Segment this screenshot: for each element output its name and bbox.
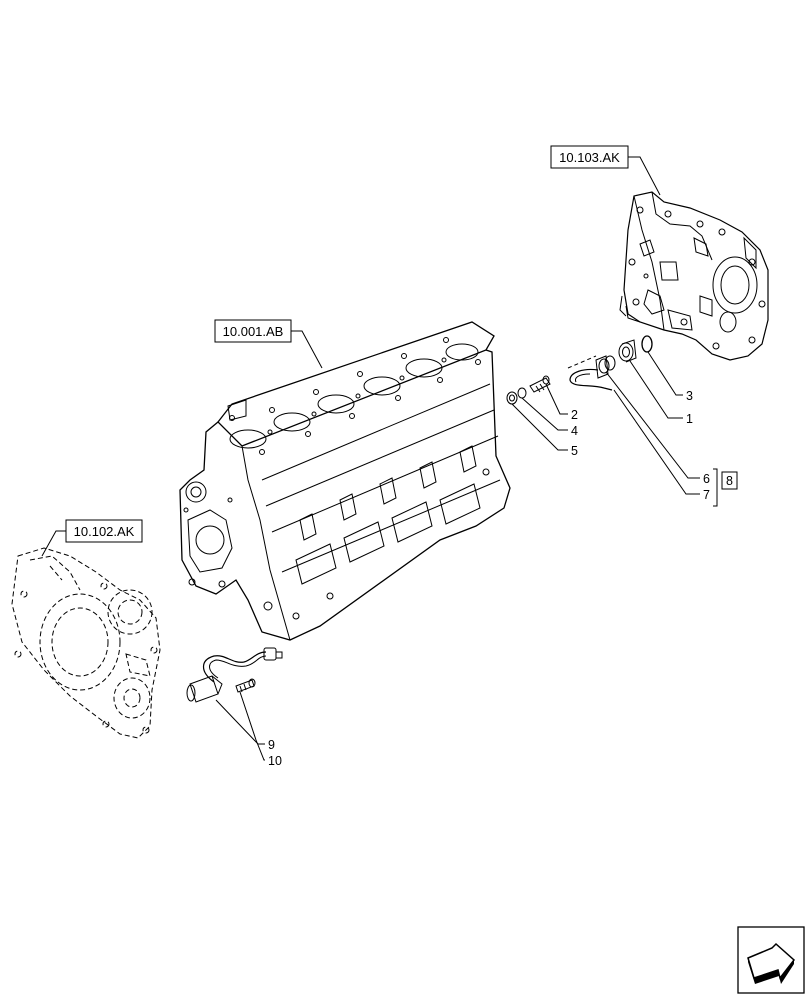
callout-6: 6 xyxy=(703,472,710,486)
callout-9: 9 xyxy=(268,738,275,752)
next-page-arrow-icon[interactable] xyxy=(737,926,805,994)
timing-case-cover xyxy=(619,191,769,361)
gear-housing-phantom xyxy=(11,547,161,739)
part-1-sensor-body xyxy=(618,342,634,362)
part-2-stud xyxy=(529,377,551,393)
callout-2: 2 xyxy=(571,408,578,422)
callout-3: 3 xyxy=(686,389,693,403)
reference-label: 10.102.AK xyxy=(74,524,135,539)
speed-sensor-assembly-lower xyxy=(186,647,283,703)
callout-5: 5 xyxy=(571,444,578,458)
reference-10-103-ak[interactable]: 10.103.AK xyxy=(550,145,661,196)
part-4-washer xyxy=(517,387,527,399)
callout-numbers: 3 1 2 4 5 6 7 9 10 xyxy=(268,389,710,768)
kit-reference-box xyxy=(721,471,738,490)
callout-4: 4 xyxy=(571,424,578,438)
part-9-sensor-cable xyxy=(202,651,267,683)
engine-block xyxy=(179,321,511,641)
part-6-seal xyxy=(604,355,616,371)
kit-bracket: 8 xyxy=(713,468,738,507)
reference-10-102-ak[interactable]: 10.102.AK xyxy=(41,519,143,557)
part-5-nut xyxy=(506,391,518,405)
callout-10: 10 xyxy=(268,754,282,768)
reference-label: 10.103.AK xyxy=(559,150,620,165)
speed-sensor-assembly-upper xyxy=(506,335,653,405)
reference-label: 10.001.AB xyxy=(223,324,284,339)
reference-10-001-ab[interactable]: 10.001.AB xyxy=(214,319,323,369)
part-7-sensor-cable xyxy=(569,368,613,391)
part-3-o-ring xyxy=(641,335,653,353)
callout-1: 1 xyxy=(686,412,693,426)
callout-7: 7 xyxy=(703,488,710,502)
callout-8: 8 xyxy=(726,474,733,488)
callout-leaders xyxy=(215,351,700,761)
